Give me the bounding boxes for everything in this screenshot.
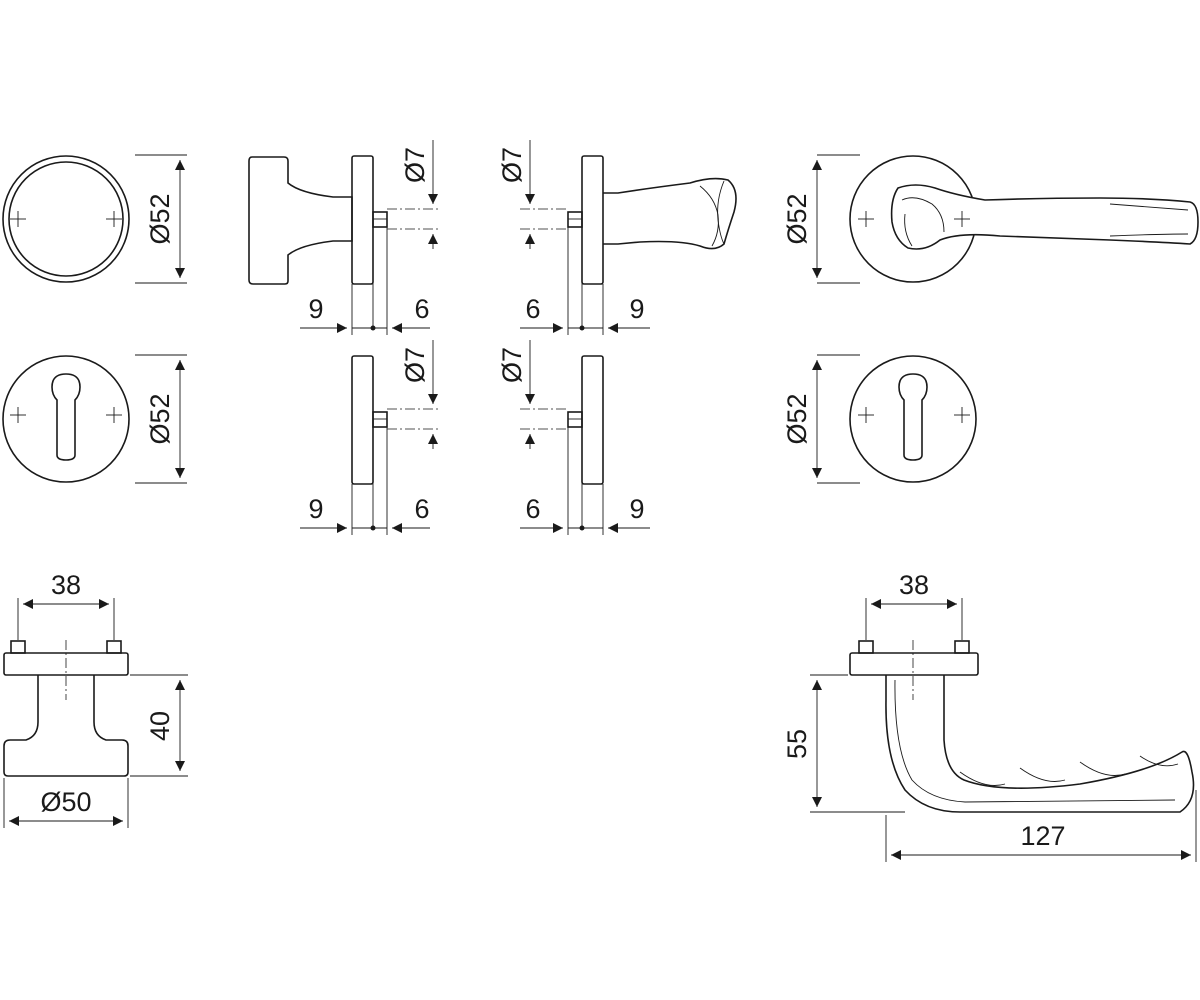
dim-label: 6 [525,294,540,324]
dim-label: Ø50 [40,787,91,817]
knob-rose-thickness-dim: 9 6 [300,294,430,333]
dim-label: Ø52 [782,193,812,244]
lever-esc-pin-dia-dim: Ø7 [497,340,535,449]
knob-esc-thickness-dim: 9 6 [300,494,430,533]
dim-label: 55 [782,729,812,759]
knob-rose-pin-dia-dim: Ø7 [400,140,438,249]
lever-projection-dim: 55 [782,674,905,813]
dim-label: 6 [414,294,429,324]
escutcheon-diameter-dim-left: Ø52 [135,354,187,484]
fixing-cross-icon [9,210,27,228]
knob-projection-dim: 40 [130,674,188,777]
dim-label: Ø52 [145,393,175,444]
dim-label: 6 [414,494,429,524]
fixing-cross-icon [953,406,971,424]
fixing-cross-icon [105,210,123,228]
dim-label: Ø52 [145,193,175,244]
fixing-cross-icon [105,406,123,424]
lever-rose-front-view: Ø52 [782,154,1199,284]
knob-on-rose-side-view [248,155,440,335]
knob-escutcheon-side-view [351,355,440,535]
dim-label: Ø7 [497,147,527,183]
dim-label: 38 [899,570,929,600]
dim-label: 127 [1020,821,1065,851]
dim-label: 9 [629,494,644,524]
dim-label: 40 [145,711,175,741]
dim-label: Ø7 [400,347,430,383]
lever-escutcheon-side-view [520,355,604,535]
fixing-cross-icon [857,406,875,424]
dim-label: Ø7 [400,147,430,183]
dim-label: 9 [629,294,644,324]
lever-rose-thickness-dim: 6 9 [520,294,650,333]
lever-side-view-bottom: 38 [849,570,1195,813]
rose-front-view [2,155,130,283]
knob-esc-pin-dia-dim: Ø7 [400,340,438,449]
lever-rose-pin-dia-dim: Ø7 [497,140,535,249]
escutcheon-front-view-left [2,355,130,483]
rose-diameter-dim-left: Ø52 [135,154,187,284]
lever-length-dim: 127 [885,790,1197,862]
dim-label: Ø7 [497,347,527,383]
dim-label: Ø52 [782,393,812,444]
fixing-cross-icon [857,210,875,228]
fixing-cross-icon [9,406,27,424]
dim-label: 9 [308,494,323,524]
dim-label: 38 [51,570,81,600]
knob-side-view-bottom: 38 [3,570,129,777]
knob-diameter-dim: Ø50 [3,778,129,828]
dim-label: 6 [525,494,540,524]
escutcheon-front-view-right: Ø52 [782,354,977,484]
lever-on-rose-side-view [520,155,737,335]
lever-esc-thickness-dim: 6 9 [520,494,650,533]
dim-label: 9 [308,294,323,324]
